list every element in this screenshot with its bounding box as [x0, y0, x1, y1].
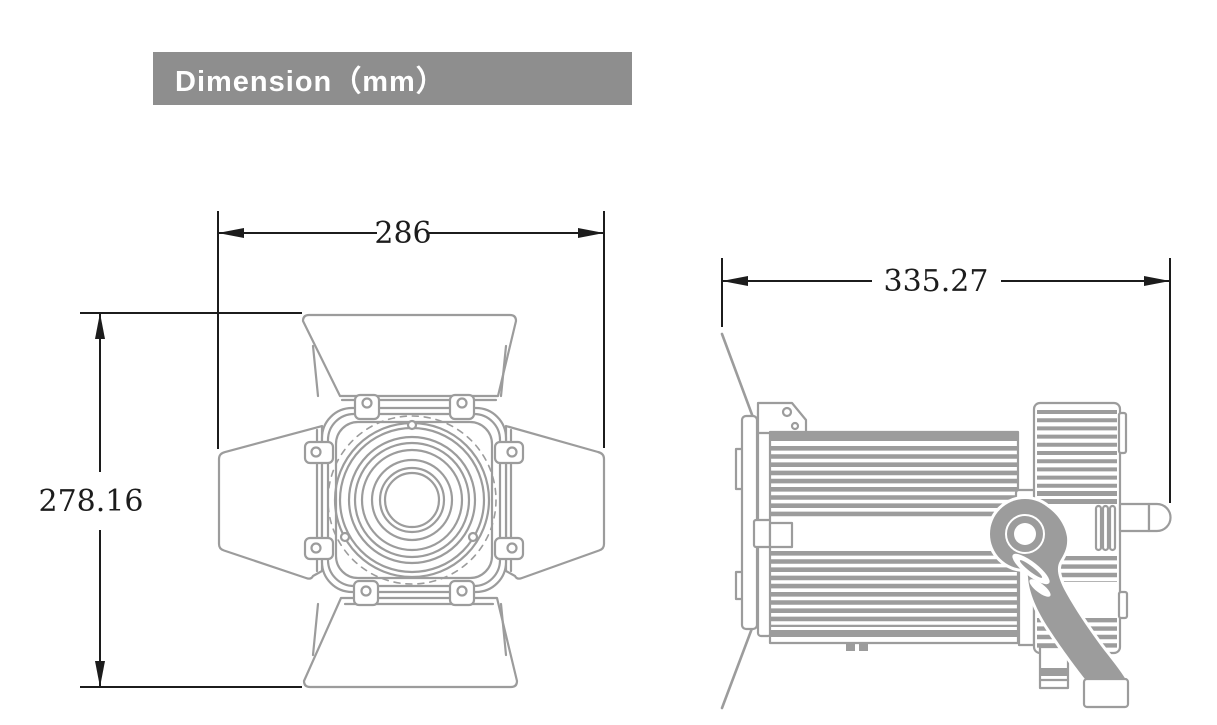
- vent-slot: [1094, 504, 1103, 552]
- screw-right: [467, 531, 479, 543]
- dim-front-width: 286: [217, 211, 605, 449]
- hub-hole: [1014, 523, 1036, 545]
- main-housing: [768, 430, 1020, 651]
- screw-top: [406, 419, 418, 431]
- arrowhead-right: [578, 228, 604, 238]
- front-plate: [734, 405, 774, 638]
- section-title: Dimension（mm）: [175, 65, 446, 98]
- side-barn-door-edges: [720, 332, 756, 710]
- barn-door-top: [301, 313, 518, 402]
- side-view-drawing: [720, 332, 1172, 710]
- arrowhead-right: [1144, 276, 1170, 286]
- top-bracket: [756, 401, 808, 435]
- connector-box: [1038, 645, 1070, 690]
- dim-label-front-height: 278.16: [39, 484, 144, 519]
- barn-door-bottom: [302, 596, 519, 689]
- yoke-details: [1005, 514, 1130, 709]
- section-header: Dimension（mm）: [153, 52, 632, 105]
- vent-slot: [1108, 504, 1117, 552]
- frame-clips: [303, 393, 525, 607]
- fresnel-lens: [327, 415, 497, 585]
- focus-knob: [1118, 502, 1172, 533]
- dimension-annotations: 286 278.16 335.27: [39, 211, 1171, 688]
- dim-label-side-length: 335.27: [884, 264, 989, 299]
- front-view-drawing: [217, 313, 606, 689]
- arrowhead-left: [722, 276, 748, 286]
- dim-label-front-width: 286: [374, 216, 431, 251]
- dim-side-length: 335.27: [721, 258, 1171, 503]
- arrowhead-down: [95, 661, 105, 687]
- vent-slot: [1101, 504, 1110, 552]
- arrowhead-up: [95, 313, 105, 339]
- dim-front-height: 278.16: [39, 312, 302, 688]
- yoke-foot: [1082, 677, 1130, 709]
- screw-left: [339, 531, 351, 543]
- foot-left: [846, 643, 855, 651]
- foot-right: [859, 643, 868, 651]
- arrowhead-left: [218, 228, 244, 238]
